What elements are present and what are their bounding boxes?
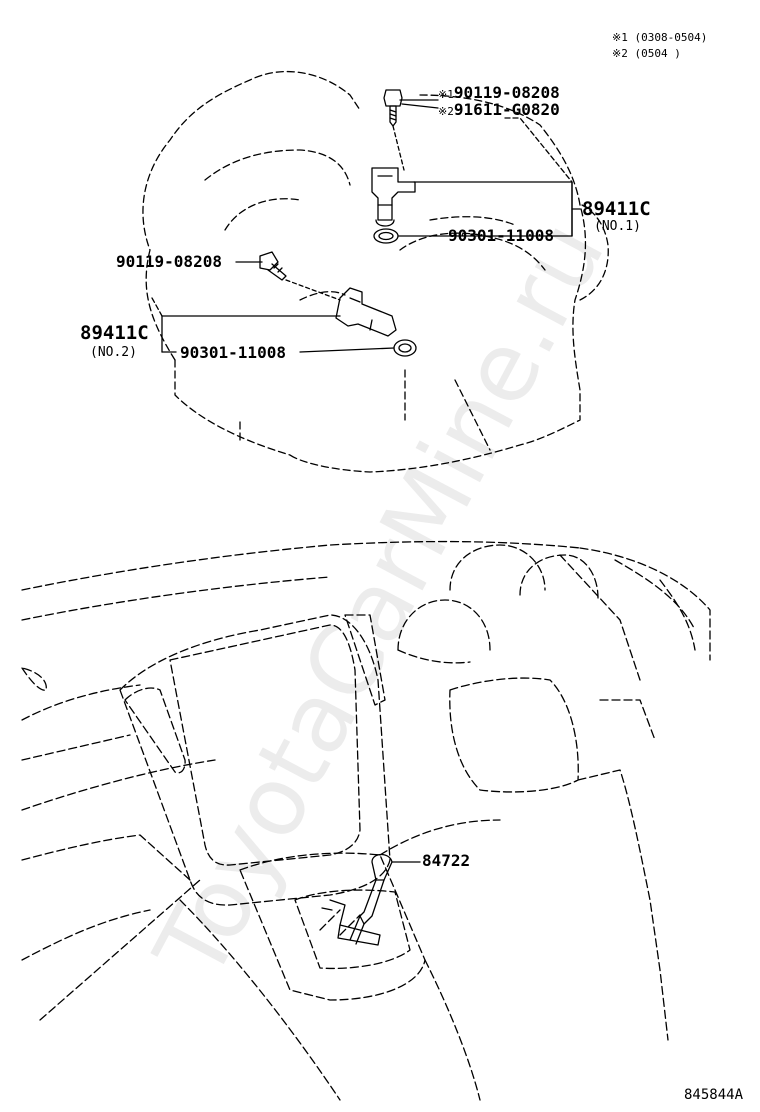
shift-lever xyxy=(321,853,421,946)
callout-oring-no1[interactable]: 90301-11008 xyxy=(448,226,554,245)
part-number[interactable]: 90119-08208 xyxy=(453,83,560,102)
o-ring-no2 xyxy=(393,339,417,357)
callout-sensor-no1-sub: (NO.1) xyxy=(594,219,641,234)
o-ring-no1 xyxy=(373,228,399,244)
legend-note-2: ※2 (0504 ) xyxy=(612,47,681,60)
callout-shift-knob[interactable]: 84722 xyxy=(422,851,471,870)
callout-sensor-no1[interactable]: 89411C xyxy=(582,198,651,220)
marker-1: ※1 xyxy=(438,88,454,101)
callout-bolt-upper-2: ※291611-G0820 xyxy=(438,102,560,118)
part-number[interactable]: 91611-G0820 xyxy=(453,100,560,119)
speed-sensor-no2 xyxy=(335,287,397,337)
callout-bolt-upper-1: ※190119-08208 xyxy=(438,85,560,101)
callout-bolt-lower[interactable]: 90119-08208 xyxy=(116,252,222,271)
callout-sensor-no2[interactable]: 89411C xyxy=(80,322,149,344)
diagram-code: 845844A xyxy=(684,1087,744,1103)
legend-note-1: ※1 (0308-0504) xyxy=(612,31,708,44)
callout-oring-no2[interactable]: 90301-11008 xyxy=(180,343,286,362)
marker-2: ※2 xyxy=(438,105,454,118)
transmission-housing xyxy=(142,70,609,473)
bolt-upper xyxy=(383,89,405,171)
callout-sensor-no2-sub: (NO.2) xyxy=(90,345,137,360)
bolt-lower xyxy=(259,251,341,301)
dashboard-interior xyxy=(21,540,711,1101)
speed-sensor-no1 xyxy=(371,167,416,227)
